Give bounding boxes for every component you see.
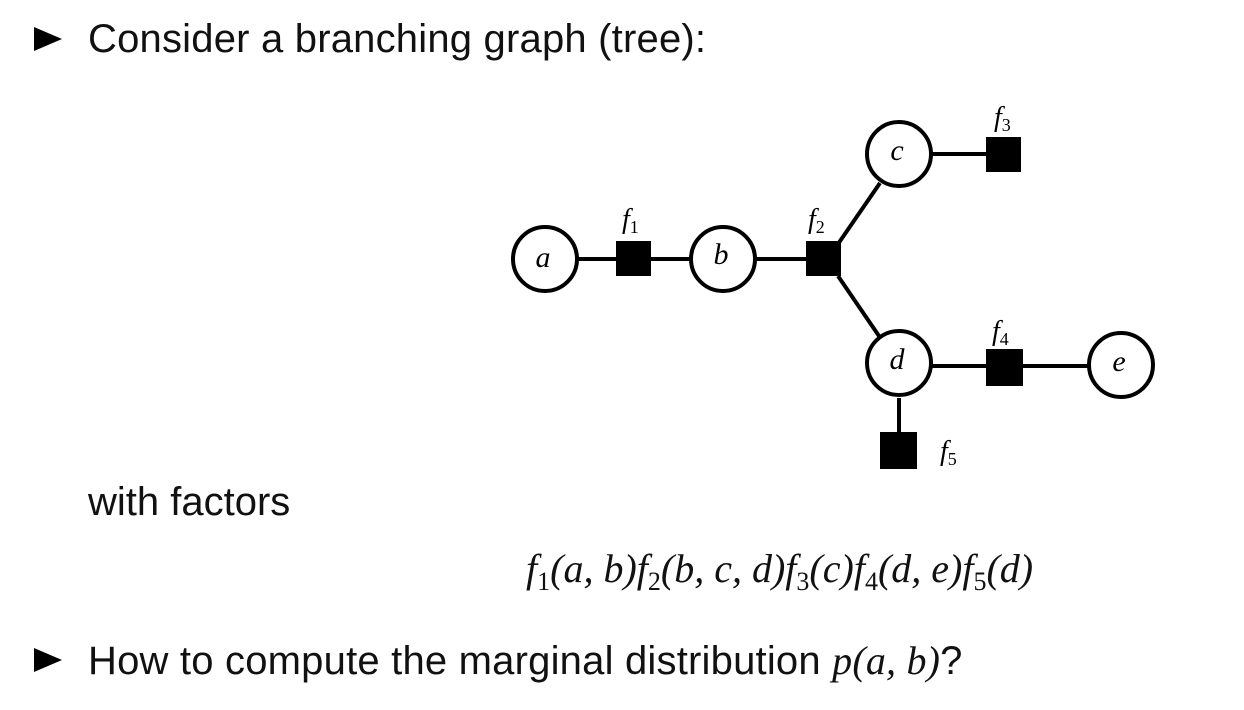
bullet-text: How to compute the marginal distribution… bbox=[88, 637, 963, 684]
factor-node-f1 bbox=[616, 241, 651, 276]
edge-f2-d bbox=[836, 274, 881, 338]
factor-label-f4: f4 bbox=[992, 316, 1009, 349]
edge-f2-c bbox=[836, 181, 882, 246]
factor-node-f2 bbox=[806, 241, 841, 276]
with-factors-text: with factors bbox=[88, 480, 291, 524]
variable-node-b bbox=[689, 225, 757, 293]
variable-node-e bbox=[1087, 331, 1155, 399]
formula-term-f1: f1(a, b) bbox=[526, 546, 637, 596]
factor-node-f4 bbox=[986, 349, 1023, 386]
formula-term-f4: f4(d, e) bbox=[853, 546, 963, 596]
bullet-triangle-icon bbox=[34, 648, 62, 672]
bullet-item-consider: Consider a branching graph (tree): bbox=[34, 14, 706, 64]
marginal-expression: p(a, b) bbox=[832, 637, 941, 683]
graph-edges bbox=[578, 152, 1088, 432]
factor-label-f5: f5 bbox=[940, 436, 957, 469]
node-label-b: b bbox=[714, 238, 729, 271]
question-mark: ? bbox=[940, 638, 963, 683]
node-label-c: c bbox=[890, 134, 903, 167]
node-label-d: d bbox=[890, 343, 906, 376]
factor-label-f1: f1 bbox=[622, 204, 639, 237]
bullet-item-marginal-question: How to compute the marginal distribution… bbox=[34, 634, 963, 686]
factor-node-f3 bbox=[986, 137, 1021, 172]
factor-label-f3: f3 bbox=[994, 102, 1011, 135]
variable-node-c bbox=[865, 120, 933, 188]
factor-node-f5 bbox=[880, 432, 917, 469]
variable-node-a bbox=[511, 225, 579, 293]
factor-product-formula: f1(a, b)f2(b, c, d)f3(c)f4(d, e)f5(d) bbox=[526, 545, 1034, 596]
formula-term-f3: f3(c) bbox=[785, 546, 854, 596]
variable-node-d bbox=[865, 329, 933, 397]
bullet-triangle-icon bbox=[34, 27, 62, 51]
question-text: How to compute the marginal distribution bbox=[88, 638, 833, 683]
formula-term-f5: f5(d) bbox=[962, 546, 1034, 596]
node-label-e: e bbox=[1112, 345, 1125, 378]
formula-term-f2: f2(b, c, d) bbox=[636, 546, 786, 596]
bullet-text: Consider a branching graph (tree): bbox=[88, 16, 707, 61]
node-label-a: a bbox=[536, 241, 551, 274]
factor-label-f2: f2 bbox=[808, 204, 825, 237]
